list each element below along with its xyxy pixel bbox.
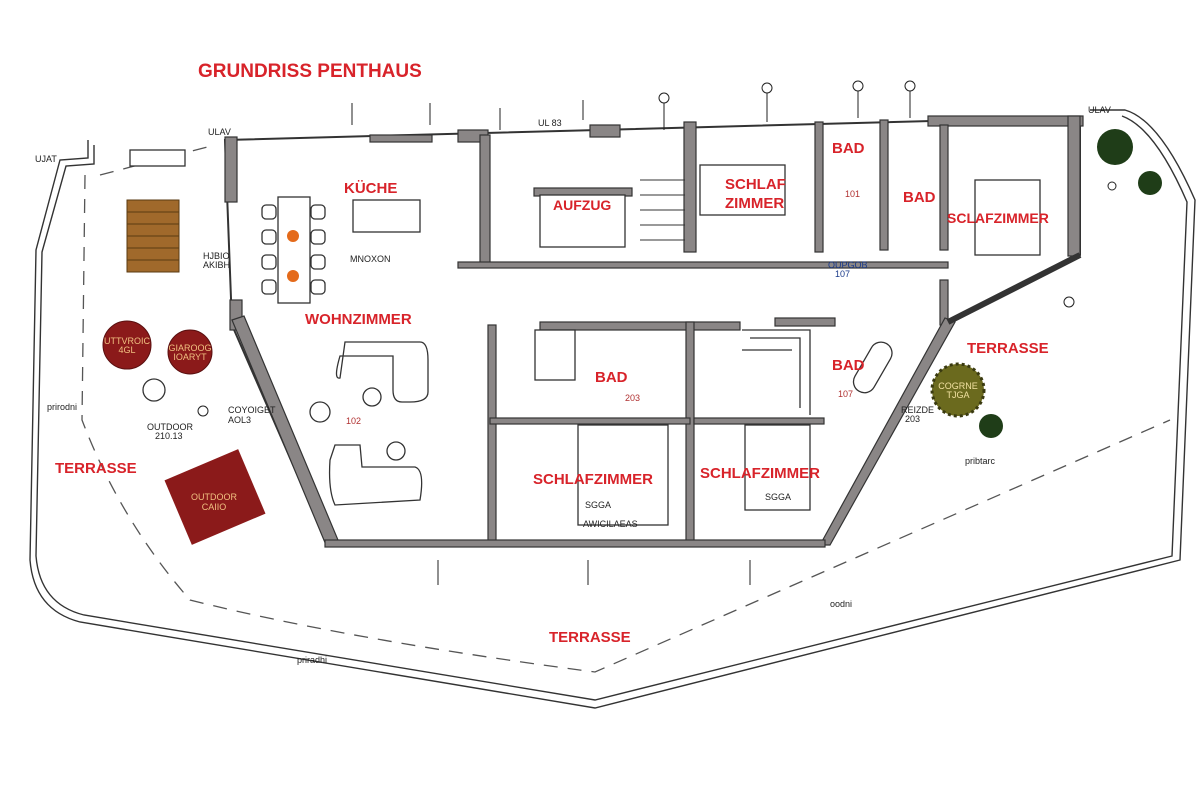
svg-text:AOL3: AOL3 [228,415,251,425]
svg-text:203: 203 [905,414,920,424]
svg-text:UL 83: UL 83 [538,118,562,128]
svg-text:prirodni: prirodni [47,402,77,412]
tree-icon [1138,171,1162,195]
svg-text:IOARYT: IOARYT [173,352,207,362]
round-outdoor-item [167,329,213,375]
dimension-markers [351,80,1117,585]
label-bad: BAD [832,140,865,157]
svg-text:oodni: oodni [830,599,852,609]
svg-text:TJGA: TJGA [946,390,969,400]
svg-text:107: 107 [835,269,850,279]
svg-text:REIZDE: REIZDE [901,405,934,415]
label-schlafzimmer: SCLAFZIMMER [947,210,1049,226]
tree-icon [979,414,1003,438]
furniture [261,164,1041,526]
svg-text:COYOIGBT: COYOIGBT [228,405,276,415]
label-schlafzimmer: ZIMMER [725,195,784,212]
label-schlafzimmer: SCHLAFZIMMER [700,465,820,482]
svg-text:HJBIO: HJBIO [203,251,230,261]
label-terrasse: TERRASSE [549,629,631,646]
tree-icon [1097,129,1133,165]
svg-text:AWICILAEAS: AWICILAEAS [583,519,638,529]
svg-text:101: 101 [845,189,860,199]
svg-text:CAIIO: CAIIO [202,502,227,512]
building-walls [223,115,1084,548]
label-bad: BAD [595,369,628,386]
terrace-boundary [29,109,1196,709]
annotations: ULAV UJAT ULAV UL 83 prirodni OUTDOOR 21… [35,105,1111,665]
round-outdoor-item [102,320,152,370]
svg-text:OUTDOOR: OUTDOOR [147,422,193,432]
svg-text:4GL: 4GL [118,345,135,355]
svg-text:SGGA: SGGA [765,492,791,502]
svg-text:102: 102 [346,416,361,426]
tree-icon [930,362,986,418]
svg-text:COGRNE: COGRNE [938,381,978,391]
label-schlafzimmer: SCHLAF [725,176,786,193]
dining-chair-orange [287,230,299,242]
label-terrasse: TERRASSE [967,340,1049,357]
label-aufzug: AUFZUG [553,197,611,213]
outdoor-square [164,449,266,545]
bathtub [852,341,893,394]
svg-text:UTTVROIC: UTTVROIC [104,336,150,346]
outdoor-furniture: UTTVROIC 4GL GIAROOG IOARYT OUTDOOR CAII… [102,129,1162,545]
svg-text:MNOXON: MNOXON [350,254,391,264]
kitchen-island [352,199,421,233]
svg-text:ULAV: ULAV [208,127,231,137]
dining-chair-orange [287,270,299,282]
dining-table [277,196,311,304]
plan-title: GRUNDRISS PENTHAUS [198,61,422,82]
label-bad: BAD [903,189,936,206]
label-schlafzimmer: SCHLAFZIMMER [533,471,653,488]
svg-text:107: 107 [838,389,853,399]
svg-text:SGGA: SGGA [585,500,611,510]
svg-text:OUPGOB: OUPGOB [828,260,868,270]
svg-text:AKIBH: AKIBH [203,260,230,270]
svg-text:UJAT: UJAT [35,154,57,164]
label-kueche: KÜCHE [344,180,397,197]
sofa [335,341,429,403]
planter [129,149,186,167]
svg-text:ULAV: ULAV [1088,105,1111,115]
svg-text:priradhi: priradhi [297,655,327,665]
svg-text:pribtarc: pribtarc [965,456,996,466]
svg-text:210.13: 210.13 [155,431,183,441]
label-terrasse: TERRASSE [55,460,137,477]
sofa [328,444,423,506]
room-labels: KÜCHE WOHNZIMMER AUFZUG SCHLAF ZIMMER BA… [55,140,1049,646]
svg-text:203: 203 [625,393,640,403]
label-wohnzimmer: WOHNZIMMER [305,311,412,328]
label-bad: BAD [832,357,865,374]
svg-text:GIAROOG: GIAROOG [168,343,211,353]
svg-text:OUTDOOR: OUTDOOR [191,492,237,502]
